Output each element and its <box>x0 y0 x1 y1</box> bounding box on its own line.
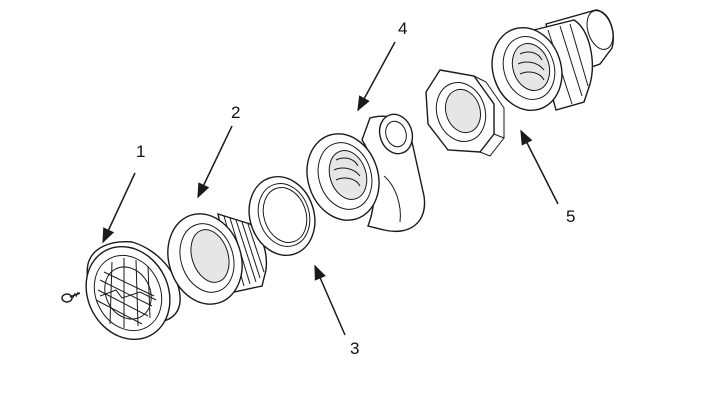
callout-arrow-1 <box>102 172 136 244</box>
callout-label-5: 5 <box>566 207 575 226</box>
screw-part <box>61 291 81 303</box>
callout-arrow-4 <box>357 41 396 112</box>
callout-label-3: 3 <box>350 339 359 358</box>
callout-arrow-5 <box>520 129 559 205</box>
hex-nut-part <box>425 69 505 157</box>
cover-grate-part <box>85 241 181 341</box>
callout-arrow-3 <box>314 264 346 336</box>
callout-label-2: 2 <box>231 103 240 122</box>
gasket-ring-part <box>248 175 316 257</box>
callout-label-1: 1 <box>136 142 145 161</box>
callout-label-4: 4 <box>398 19 407 38</box>
union-adapter-part <box>491 9 614 112</box>
callout-arrow-2 <box>197 125 233 199</box>
elbow-fitting-part <box>306 113 426 232</box>
